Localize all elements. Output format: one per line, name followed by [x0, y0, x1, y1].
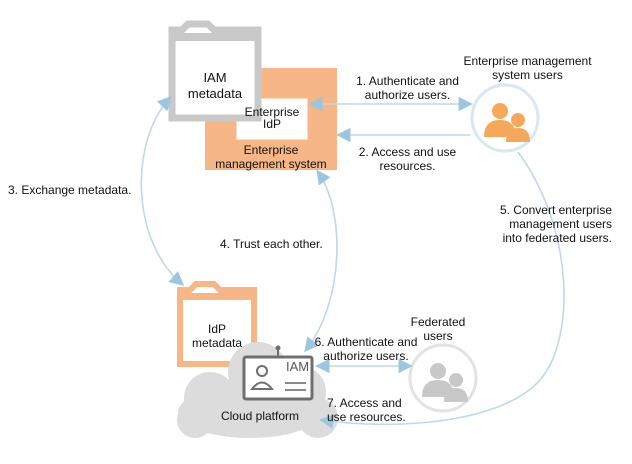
enterprise-users-icon [470, 83, 540, 153]
step-6-label: 6. Authenticate and authorize users. [314, 335, 418, 363]
step-2-label: 2. Access and use resources. [358, 145, 457, 173]
iam-card-text: IAM [286, 359, 310, 374]
arrow-step-3 [140, 95, 185, 286]
enterprise-users-label: Enterprise management system users [463, 54, 592, 82]
iam-metadata-label: IAM metadata [187, 70, 243, 101]
federated-users-icon [408, 343, 478, 413]
step-3-label: 3. Exchange metadata. [8, 183, 132, 197]
arrow-step-4 [304, 169, 338, 353]
enterprise-idp-label: Enterprise IdP [244, 105, 300, 131]
step-7-label: 7. Access and use resources. [327, 396, 406, 424]
federated-users-label: Federated users [410, 315, 466, 343]
step-4-label: 4. Trust each other. [220, 237, 323, 251]
iam-card-icon [242, 345, 314, 401]
arrow-step-5 [319, 151, 565, 429]
enterprise-system-label: Enterprise management system [215, 143, 327, 171]
step-1-label: 1. Authenticate and authorize users. [356, 74, 459, 102]
idp-metadata-label: IdP metadata [191, 322, 243, 350]
iam-metadata-folder-icon [168, 20, 262, 122]
cloud-platform-label: Cloud platform [220, 409, 300, 423]
step-5-label: 5. Convert enterprise management users i… [499, 203, 612, 245]
idp-metadata-folder-icon [177, 281, 257, 367]
